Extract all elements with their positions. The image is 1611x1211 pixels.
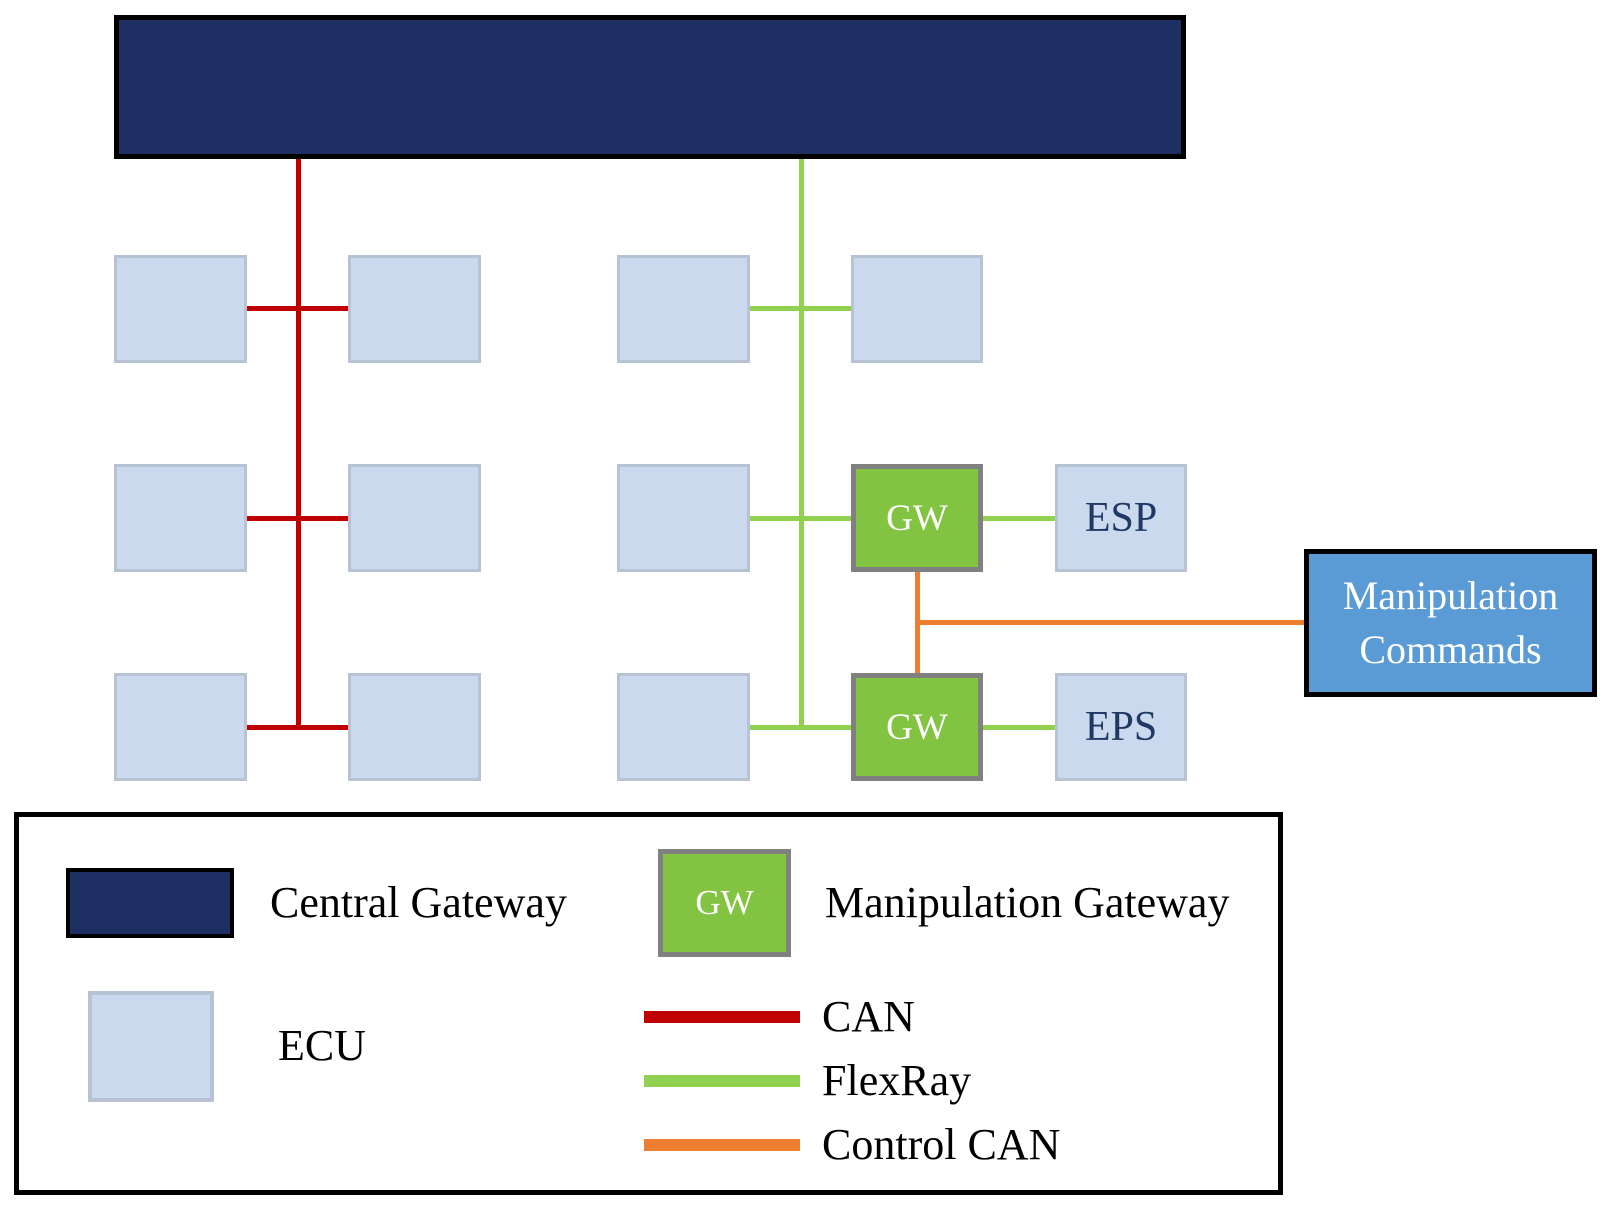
ecu-box	[114, 673, 247, 781]
esp-label: ESP	[1084, 495, 1158, 541]
can-bus-trunk-line	[296, 159, 301, 730]
eps-box: EPS	[1055, 673, 1187, 781]
ecu-box	[617, 255, 750, 363]
legend-manipulation-gateway-swatch: GW	[658, 849, 791, 957]
ecu-box	[348, 464, 481, 572]
can-stub-line	[247, 306, 348, 311]
legend-manipulation-gateway-label: Manipulation Gateway	[825, 878, 1230, 927]
ecu-box	[617, 673, 750, 781]
flexray-stub-line	[750, 516, 851, 521]
legend-control-can-label: Control CAN	[822, 1120, 1061, 1169]
flexray-stub-line	[750, 306, 851, 311]
legend-can-line	[644, 1011, 800, 1023]
legend-can-label: CAN	[822, 992, 915, 1041]
ecu-box	[348, 673, 481, 781]
legend-control-can-line	[644, 1139, 800, 1151]
legend-ecu-swatch	[88, 991, 214, 1102]
manipulation-commands-box: Manipulation Commands	[1304, 549, 1597, 697]
legend-flexray-label: FlexRay	[822, 1056, 972, 1105]
control-can-horizontal-line	[915, 620, 1304, 625]
flexray-gw-esp-line	[983, 516, 1055, 521]
legend-flexray-line	[644, 1075, 800, 1087]
esp-box: ESP	[1055, 464, 1187, 572]
manipulation-commands-line1: Manipulation	[1342, 573, 1559, 618]
ecu-box	[114, 255, 247, 363]
legend-ecu-label: ECU	[278, 1021, 366, 1070]
manipulation-gateway-lower: GW	[851, 673, 983, 781]
ecu-box	[114, 464, 247, 572]
flexray-gw-eps-line	[983, 725, 1055, 730]
manipulation-gateway-upper: GW	[851, 464, 983, 572]
flexray-bus-trunk-line	[799, 159, 804, 730]
legend-central-gateway-swatch	[66, 868, 234, 938]
legend-gw-swatch-label: GW	[695, 883, 754, 922]
legend-central-gateway-label: Central Gateway	[270, 878, 567, 927]
eps-label: EPS	[1084, 704, 1158, 750]
can-stub-line	[247, 516, 348, 521]
manipulation-commands-line2: Commands	[1359, 627, 1542, 672]
central-gateway-bar	[114, 15, 1186, 159]
flexray-stub-line	[750, 725, 851, 730]
gw-label: GW	[886, 706, 948, 748]
ecu-box	[617, 464, 750, 572]
ecu-box	[851, 255, 983, 363]
can-stub-line	[247, 725, 348, 730]
ecu-box	[348, 255, 481, 363]
gw-label: GW	[886, 497, 948, 539]
